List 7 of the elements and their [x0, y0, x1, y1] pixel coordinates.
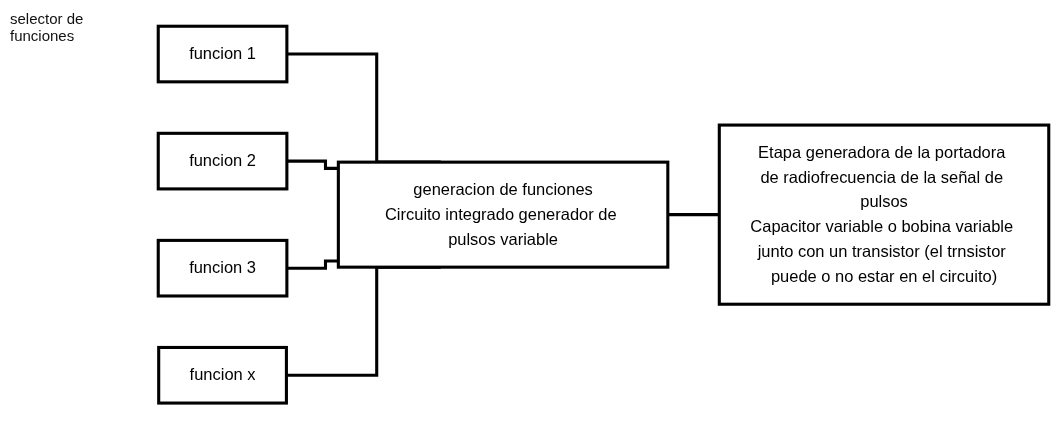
node-box: funcion 1 — [156, 25, 289, 84]
node-box: Etapa generadora de la portadora de radiofrecuencia de la señal de pulsos Capacitor variable o bobina variable junto con un transistor (el trnsistor puede o no estar en el circuito) — [717, 123, 1051, 307]
node-box: funcion x — [157, 346, 288, 405]
group-heading: selector de funciones — [10, 10, 85, 44]
node-box: funcion 2 — [156, 132, 289, 191]
node-box: generacion de funciones Circuito integrado generador de pulsos variable — [336, 160, 670, 270]
node-box: funcion 3 — [156, 239, 289, 298]
